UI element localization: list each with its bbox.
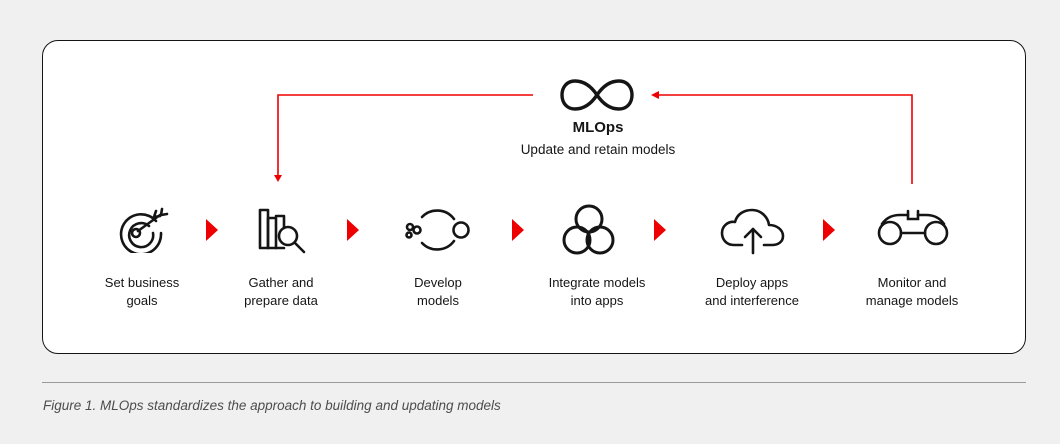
loop-line-left — [277, 94, 533, 175]
step-label-develop-models: Develop models — [414, 275, 462, 308]
diagram-card — [42, 40, 1026, 354]
data-search-icon — [258, 208, 306, 254]
loop-arrowhead-left — [651, 91, 659, 99]
loop-line-right — [659, 94, 913, 184]
flow-arrow-3 — [512, 219, 524, 241]
step-label-gather-data: Gather and prepare data — [244, 275, 318, 308]
binoculars-icon — [877, 209, 949, 246]
figure-caption: Figure 1. MLOps standardizes the approac… — [43, 398, 501, 413]
step-label-set-goals: Set business goals — [104, 275, 180, 308]
caption-divider — [42, 382, 1026, 383]
flow-arrow-5 — [823, 219, 835, 241]
step-label-monitor-models: Monitor and manage models — [865, 275, 959, 308]
loop-arrowhead-down — [274, 175, 282, 182]
develop-cycle-icon — [405, 209, 470, 251]
step-label-integrate-models: Integrate models into apps — [548, 275, 646, 308]
step-label-deploy-apps: Deploy apps and interference — [705, 275, 799, 308]
flow-arrow-1 — [206, 219, 218, 241]
infinity-icon — [560, 79, 634, 111]
mlops-title: MLOps — [572, 119, 624, 136]
flow-arrow-2 — [347, 219, 359, 241]
integration-circles-icon — [562, 204, 615, 255]
target-icon — [119, 207, 169, 253]
mlops-subtitle: Update and retain models — [520, 142, 676, 157]
flow-arrow-4 — [654, 219, 666, 241]
cloud-upload-icon — [720, 208, 785, 255]
